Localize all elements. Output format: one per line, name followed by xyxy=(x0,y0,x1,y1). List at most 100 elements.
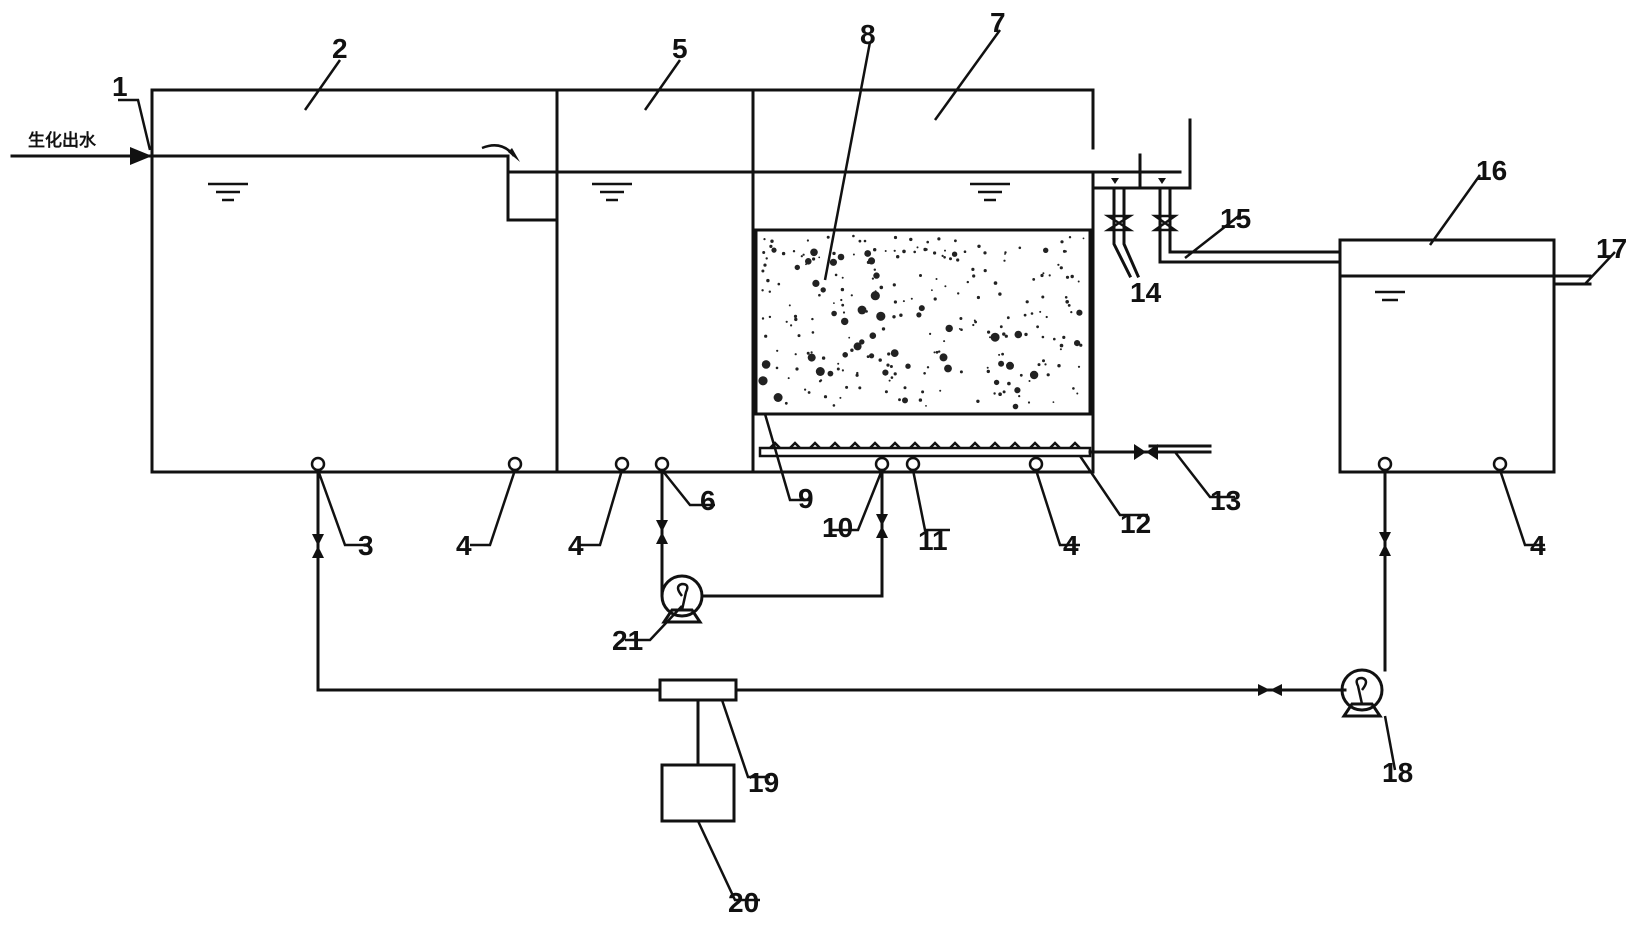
media-particle xyxy=(919,274,922,277)
mixer-19 xyxy=(658,678,738,702)
media-particle xyxy=(986,369,990,374)
media-particle xyxy=(960,328,963,332)
media-particle xyxy=(1068,236,1072,239)
media-particle xyxy=(1018,395,1021,398)
dosing-tank-20 xyxy=(660,763,736,823)
label-19: 19 xyxy=(748,767,779,798)
media-particle xyxy=(1003,259,1006,262)
media-particle xyxy=(797,334,801,338)
media-particle xyxy=(837,253,845,261)
bottom-piping xyxy=(312,470,1391,823)
media-particle xyxy=(873,268,876,271)
media-particle xyxy=(833,302,835,304)
label-21: 21 xyxy=(612,625,643,656)
media-particle xyxy=(959,370,963,374)
media-particle xyxy=(884,250,887,252)
media-particle xyxy=(957,292,960,295)
label-14: 14 xyxy=(1130,277,1162,308)
media-particle xyxy=(1030,312,1034,315)
media-particle xyxy=(858,386,862,390)
media-particle xyxy=(792,250,796,253)
leader-lines xyxy=(118,29,1616,902)
media-particle xyxy=(998,353,1001,356)
media-particle xyxy=(1065,300,1069,304)
filter-media xyxy=(754,228,1092,416)
media-particle xyxy=(839,396,842,399)
media-particle xyxy=(1067,304,1071,307)
media-particle xyxy=(882,369,889,376)
media-particle xyxy=(1059,348,1062,351)
label-4a: 4 xyxy=(456,530,472,561)
media-particle xyxy=(858,239,862,243)
media-particle xyxy=(887,352,891,356)
media-particle xyxy=(836,367,840,371)
outlet-troughs xyxy=(1091,118,1342,279)
media-particle xyxy=(1029,370,1039,380)
media-particle xyxy=(1002,332,1006,336)
media-particle xyxy=(794,317,798,322)
media-particle xyxy=(794,264,800,271)
media-particle xyxy=(1070,311,1073,314)
media-particle xyxy=(976,295,981,300)
media-particle xyxy=(893,300,898,304)
label-13: 13 xyxy=(1210,485,1241,516)
media-particle xyxy=(1012,403,1019,410)
media-particle xyxy=(935,350,939,354)
tank-7-filter xyxy=(751,88,1212,474)
media-particle xyxy=(873,248,877,252)
media-particle xyxy=(878,358,882,362)
media-particle xyxy=(866,355,870,358)
media-particle xyxy=(888,379,891,382)
media-particle xyxy=(916,312,922,318)
media-particle xyxy=(853,342,862,351)
media-particle xyxy=(845,385,849,389)
media-particle xyxy=(769,244,773,248)
media-particle xyxy=(869,353,875,359)
media-particle xyxy=(811,317,814,321)
media-particle xyxy=(871,277,875,280)
label-2: 2 xyxy=(332,33,348,64)
media-particle xyxy=(954,239,957,243)
media-particle xyxy=(850,348,854,352)
media-particle xyxy=(776,349,779,352)
media-particle xyxy=(765,257,768,260)
media-particle xyxy=(925,405,927,407)
media-particle xyxy=(841,276,844,279)
media-particle xyxy=(1062,335,1066,339)
media-particle xyxy=(945,324,953,333)
media-particle xyxy=(1064,296,1068,299)
media-particle xyxy=(1018,246,1022,250)
media-particle xyxy=(1042,359,1045,363)
media-particle xyxy=(1019,373,1023,377)
media-particle xyxy=(971,267,975,271)
media-particle xyxy=(1060,240,1064,244)
media-particle xyxy=(918,398,923,402)
media-particle xyxy=(802,253,805,256)
media-particle xyxy=(793,314,798,318)
media-particle xyxy=(818,293,821,297)
media-particle xyxy=(1070,274,1074,279)
media-particle xyxy=(1077,365,1081,368)
media-particle xyxy=(1057,364,1061,368)
media-particle xyxy=(918,305,925,312)
media-particle xyxy=(810,248,818,257)
valve-18b xyxy=(1379,532,1391,556)
media-particle xyxy=(823,395,828,399)
media-particle xyxy=(903,386,907,390)
media-particle xyxy=(766,278,770,283)
media-particle xyxy=(848,336,851,339)
media-particle xyxy=(832,251,836,256)
media-particle xyxy=(933,251,937,255)
media-particle xyxy=(951,251,958,257)
media-particle xyxy=(761,360,771,369)
media-particle xyxy=(829,258,838,266)
media-particle xyxy=(1062,249,1066,253)
media-particle xyxy=(1044,363,1047,366)
media-particle xyxy=(1014,387,1021,394)
media-particle xyxy=(804,388,807,391)
media-particle xyxy=(910,297,913,300)
media-particle xyxy=(884,390,888,394)
media-particle xyxy=(938,350,941,353)
label-5: 5 xyxy=(672,33,688,64)
valve-14 xyxy=(1103,214,1135,232)
